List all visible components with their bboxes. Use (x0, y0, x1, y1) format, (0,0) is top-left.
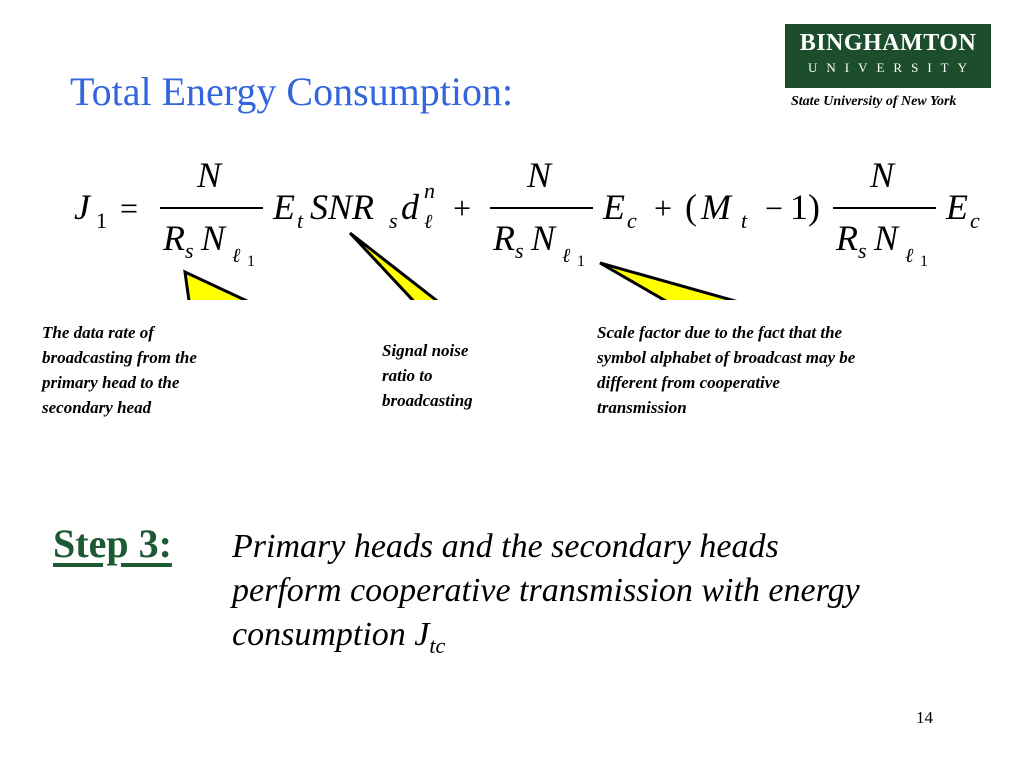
eq-plus-2: + (654, 190, 672, 226)
term2-e: E (602, 187, 625, 227)
term3-m-sub: t (741, 208, 748, 233)
frac2-den-n: N (530, 218, 557, 258)
logo-subtitle: State University of New York (791, 94, 957, 109)
term2-e-sub: c (627, 208, 637, 233)
eq-open-paren: ( (685, 187, 697, 227)
term1-snr-sub: s (389, 208, 398, 233)
frac3-den-r: R (835, 218, 858, 258)
step-line-2: perform cooperative transmission with en… (232, 572, 860, 609)
frac1-numerator: N (196, 155, 223, 195)
frac2-den-s: s (515, 238, 524, 263)
frac3-den-one: 1 (920, 253, 928, 270)
callout-line: The data rate of (42, 323, 154, 342)
callout-line: primary head to the (42, 373, 180, 392)
frac1-den-ell: ℓ (232, 245, 241, 267)
callout-line: transmission (597, 398, 687, 417)
frac2-numerator: N (526, 155, 553, 195)
term1-d-sub: ℓ (424, 211, 433, 233)
term1-d: d (401, 187, 420, 227)
frac1-den-n: N (200, 218, 227, 258)
term1-e: E (272, 187, 295, 227)
callout-line: different from cooperative (597, 373, 780, 392)
step-label: Step 3: (53, 521, 172, 566)
callout-line: Scale factor due to the fact that the (597, 323, 843, 342)
callout-line: broadcasting from the (42, 348, 197, 367)
callout-line: ratio to (382, 366, 433, 385)
frac3-den-n: N (873, 218, 900, 258)
term1-snr: SNR (310, 187, 374, 227)
callout-bubble-data-rate (183, 269, 249, 300)
university-logo: BINGHAMTON UNIVERSITY State University o… (785, 24, 991, 110)
callout-bubble-scale-factor (599, 261, 738, 300)
callout-line: broadcasting (382, 391, 473, 410)
step-variable: J (414, 616, 430, 653)
term1-d-sup: n (424, 178, 435, 203)
term3-m: M (700, 187, 733, 227)
frac2-den-ell: ℓ (562, 245, 571, 267)
callout-scale-factor: Scale factor due to the fact that the sy… (597, 320, 977, 420)
step-description: Primary heads and the secondary heads pe… (232, 525, 992, 668)
step-line-3-prefix: consumption (232, 616, 415, 653)
step-line-1: Primary heads and the secondary heads (232, 528, 779, 565)
term4-e-sub: c (970, 208, 980, 233)
term1-e-sub: t (297, 208, 304, 233)
eq-lhs: J (74, 187, 92, 227)
slide-title: Total Energy Consumption: (70, 69, 514, 114)
eq-minus: − (765, 190, 783, 226)
eq-one: 1 (790, 187, 808, 227)
step-variable-sub: tc (429, 632, 446, 658)
frac1-den-s: s (185, 238, 194, 263)
frac2-den-one: 1 (577, 253, 585, 270)
frac3-den-s: s (858, 238, 867, 263)
eq-equals: = (120, 190, 138, 226)
step-line-3: consumption Jtc (232, 613, 992, 668)
logo-name: BINGHAMTON (799, 30, 977, 56)
frac3-den-ell: ℓ (905, 245, 914, 267)
energy-equation: J 1 = N R s N ℓ 1 E t SNR s d n ℓ + N R … (74, 155, 980, 300)
callout-line: symbol alphabet of broadcast may be (597, 348, 856, 367)
eq-close-paren: ) (808, 187, 820, 227)
eq-lhs-sub: 1 (96, 208, 107, 233)
logo-university: UNIVERSITY (808, 60, 976, 75)
callout-line: Signal noise (382, 341, 469, 360)
logo-box: BINGHAMTON UNIVERSITY (785, 24, 991, 88)
eq-plus-1: + (453, 190, 471, 226)
frac2-den-r: R (492, 218, 515, 258)
frac1-den-r: R (162, 218, 185, 258)
callout-snr: Signal noise ratio to broadcasting (382, 338, 522, 413)
page-number: 14 (916, 708, 933, 727)
frac1-den-one: 1 (247, 253, 255, 270)
callout-data-rate: The data rate of broadcasting from the p… (42, 320, 302, 420)
callout-line: secondary head (42, 398, 152, 417)
callout-bubble-snr (348, 231, 439, 300)
frac3-numerator: N (869, 155, 896, 195)
term4-e: E (945, 187, 968, 227)
